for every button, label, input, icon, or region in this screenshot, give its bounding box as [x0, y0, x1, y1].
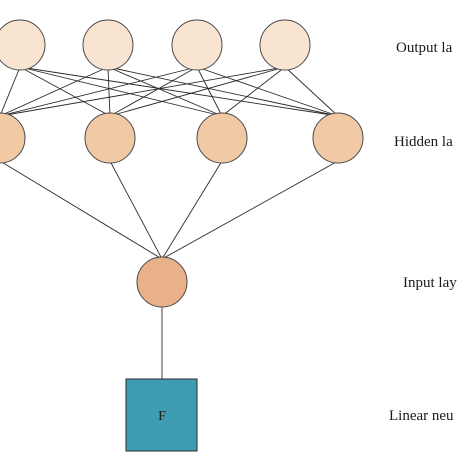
hidden-node-1: [0, 112, 26, 164]
output-layer-label: Output la: [396, 40, 453, 56]
connection-lines: [0, 66, 339, 379]
edge-output-4-hidden-2: [109, 66, 286, 117]
input-layer-label: Input lay: [403, 275, 457, 291]
edge-output-4-hidden-4: [284, 66, 339, 117]
edge-output-1-hidden-3: [19, 66, 223, 117]
edge-output-1-hidden-2: [19, 66, 111, 117]
output-node-2: [82, 19, 134, 71]
edge-output-2-hidden-2: [107, 66, 111, 117]
edge-output-3-hidden-2: [109, 66, 198, 117]
output-node-3: [171, 19, 223, 71]
edge-output-4-hidden-3: [221, 66, 286, 117]
edge-hidden-2-input: [109, 160, 163, 260]
edge-output-1-hidden-4: [19, 66, 339, 117]
edge-hidden-1-input: [0, 160, 163, 260]
hidden-node-4: [312, 112, 364, 164]
edge-output-2-hidden-4: [107, 66, 339, 117]
edge-output-3-hidden-4: [196, 66, 339, 117]
edge-output-2-hidden-3: [107, 66, 223, 117]
output-node-1: [0, 19, 46, 71]
linear-neuron-box: [125, 378, 198, 452]
input-node: [136, 256, 188, 308]
network-nodes: [0, 19, 364, 308]
hidden-node-2: [84, 112, 136, 164]
edge-output-3-hidden-3: [196, 66, 223, 117]
hidden-layer-label: Hidden la: [394, 134, 453, 150]
edge-output-3-hidden-1: [0, 66, 198, 117]
output-node-4: [259, 19, 311, 71]
edge-output-4-hidden-1: [0, 66, 286, 117]
edge-output-1-hidden-1: [0, 66, 21, 117]
edge-output-2-hidden-1: [0, 66, 109, 117]
linear-neuron-label: Linear neu: [389, 408, 454, 424]
edge-hidden-4-input: [161, 160, 339, 260]
edge-hidden-3-input: [161, 160, 223, 260]
hidden-node-3: [196, 112, 248, 164]
linear-neuron-box-label: F: [158, 409, 166, 424]
